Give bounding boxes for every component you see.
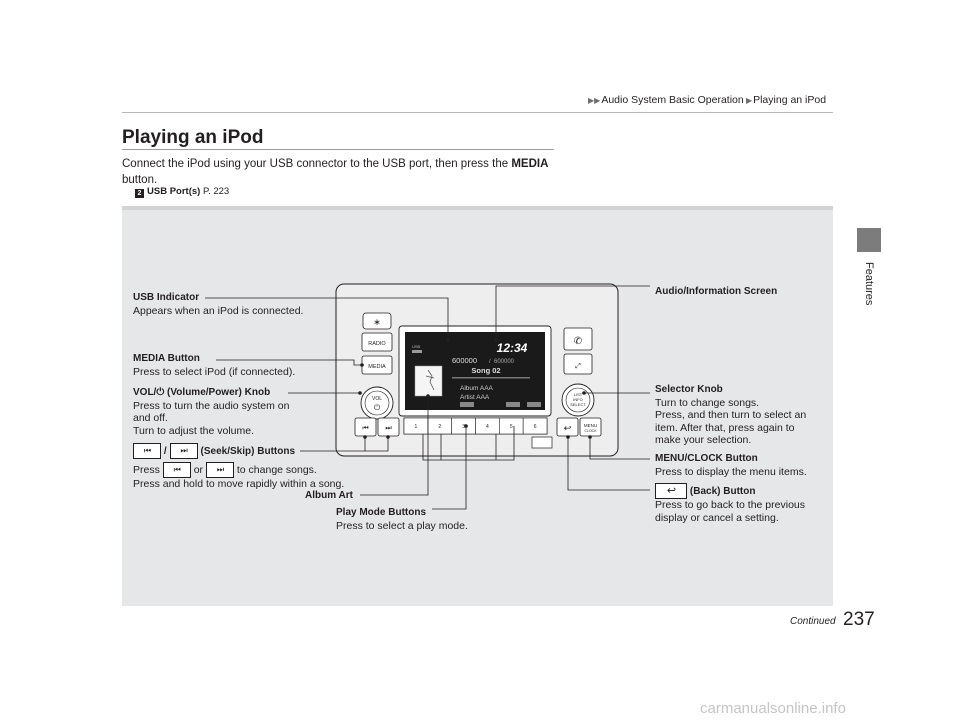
screen-softkey-1 [460,402,474,407]
bluetooth-icon: ∗ [373,317,381,327]
callout-seek-desc: Press ⏮ or ⏭ to change songs. Press and … [133,462,345,490]
screen-softkey-2 [506,402,520,407]
media-button-label: MEDIA [368,364,386,370]
intro-paragraph: Connect the iPod using your USB connecto… [122,158,549,186]
skip-forward-icon: ⏭ [169,443,198,459]
leader-usb [205,297,449,340]
title-rule [122,149,554,150]
preset-button-6[interactable] [522,417,548,435]
xref-label: USB Port(s) [147,186,201,197]
power-icon: ⏻ [374,403,381,412]
callout-back-button: ↩ (Back) Button Press to go back to the … [655,483,805,524]
diagram-panel-band [122,206,833,210]
leader-menu [589,437,650,460]
leader-lines [205,285,650,510]
breadcrumb-section: Audio System Basic Operation [601,94,744,106]
phone-button [563,327,593,351]
preset-label-1: 1 [415,424,418,430]
back-arrow-icon: ↩ [655,483,687,499]
leader-seek-2 [365,437,389,452]
watermark: carmanualsonline.info [700,700,846,717]
leader-media [216,359,362,366]
callout-selector-knob: Selector Knob Turn to change songs. Pres… [655,384,807,446]
album-art-figure [425,369,435,391]
callout-media-button: MEDIA Button Press to select iPod (if co… [133,353,296,378]
hangup-icon: ⤢ [575,363,581,370]
leader-album-art [360,396,429,496]
screen-clock: 12:34 [497,341,528,355]
breadcrumb-arrow-icon: ▶ [743,96,753,105]
callout-vol-knob: VOL/⏻ (Volume/Power) Knob Press to turn … [133,387,290,437]
phone-icon: ✆ [574,336,582,347]
reference-icon: 2 [135,189,144,198]
screen-artist: Artist AAA [460,394,490,401]
radio-button-label: RADIO [368,341,386,347]
screen-song: Song 02 [471,366,500,375]
xref-page: P. 223 [202,186,230,197]
power-icon: ⏻ [156,387,165,398]
hangup-button [563,353,593,375]
track-separator: / [489,359,491,365]
breadcrumb-arrow-icon: ▶▶ [588,96,601,105]
page-number: 237 [843,609,875,630]
callout-menu-clock: MENU/CLOCK Button Press to display the m… [655,453,807,478]
clock-label: CLOCK [584,429,597,433]
leader-back [567,437,650,491]
leader-dots [358,338,592,439]
callout-audio-screen: Audio/Information Screen [655,286,778,297]
callout-play-mode: Play Mode Buttons Press to select a play… [336,507,468,532]
callout-usb-indicator: USB Indicator Appears when an iPod is co… [133,292,304,317]
header-rule [122,112,833,113]
leader-play-mode [432,426,467,510]
signal-icon [412,350,422,353]
preset-label-6: 6 [534,424,537,430]
skip-back-icon: ⏮ [133,443,161,459]
side-tab-marker [857,228,881,252]
preset-label-2: 2 [438,424,441,430]
skip-forward-icon: ⏭ [205,462,234,478]
usb-indicator: USB [412,344,421,349]
callout-seek-skip: ⏮ / ⏭ (Seek/Skip) Buttons [133,443,295,459]
selector-label-info: INFO [573,397,583,402]
menu-label: MENU [584,423,597,428]
back-arrow-icon: ↩ [564,423,572,433]
skip-back-icon: ⏮ [162,462,191,478]
selector-label-select: SELECT [570,402,586,407]
page-title: Playing an iPod [122,127,264,148]
leader-play-mode-bracket [422,426,515,461]
selector-label-list: LIST [574,392,583,397]
bluetooth-button [362,312,392,330]
skip-forward-icon: ⏭ [385,425,392,432]
screen-track-total: 600000 [494,359,515,365]
callout-album-art: Album Art [305,490,353,501]
preset-label-3: 3 [462,424,465,430]
breadcrumb: ▶▶Audio System Basic Operation ▶Playing … [588,94,826,106]
radio-button [361,332,393,352]
usb-port-cover [531,436,553,449]
progress-bar [452,377,530,379]
continued-label: Continued [790,616,836,627]
screen-track-number: 600000 [452,356,477,365]
screen-album: Album AAA [460,385,494,392]
skip-back-icon: ⏮ [362,425,368,432]
preset-label-4: 4 [486,424,489,430]
breadcrumb-page: Playing an iPod [753,94,827,106]
screen-softkey-3 [527,402,541,407]
media-keyword: MEDIA [511,158,549,170]
preset-label-5: 5 [510,424,513,430]
leader-screen [495,285,650,340]
vol-knob-label: VOL [372,396,382,402]
